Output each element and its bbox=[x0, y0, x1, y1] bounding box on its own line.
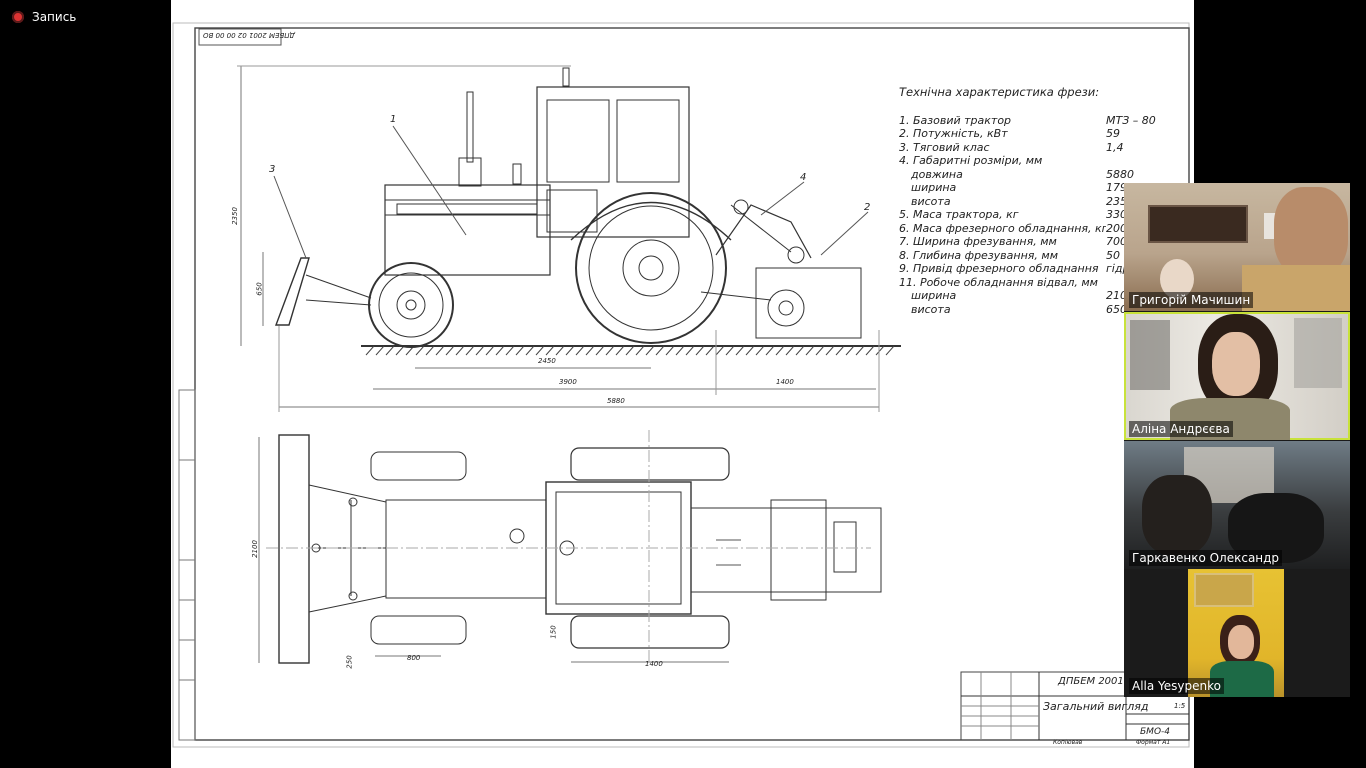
person-shape bbox=[1274, 187, 1348, 277]
spec-table: Технічна характеристика фрези: 1. Базови… bbox=[899, 85, 1199, 317]
spec-value: 1,4 bbox=[1106, 140, 1124, 154]
participant-name: Григорій Мачишин bbox=[1129, 292, 1254, 308]
dim-track: 1400 bbox=[645, 660, 663, 668]
video-feed bbox=[1188, 569, 1284, 697]
title-code: ДПБЕМ 2001 02 bbox=[1058, 676, 1140, 687]
record-icon bbox=[12, 11, 24, 23]
spec-value: МТЗ – 80 bbox=[1106, 113, 1156, 127]
window-shape bbox=[1130, 320, 1170, 390]
spec-label: 3. Тяговий клас bbox=[899, 140, 990, 154]
spec-row: 3. Тяговий клас 1,4 bbox=[899, 141, 1199, 155]
recording-indicator[interactable]: Запись bbox=[12, 10, 76, 24]
callout-3: 3 bbox=[269, 164, 276, 175]
spec-label: 1. Базовий трактор bbox=[899, 113, 1012, 127]
spec-label: 4. Габаритні розміри, мм bbox=[899, 154, 1043, 167]
spec-label: 11. Робоче обладнання відвал, мм bbox=[899, 275, 1098, 289]
technical-drawing bbox=[172, 22, 1190, 748]
spec-title: Технічна характеристика фрези: bbox=[899, 85, 1100, 99]
spec-label: 8. Глибина фрезування, мм bbox=[899, 248, 1058, 262]
dim-1400: 1400 bbox=[776, 378, 794, 386]
spec-value: 650 bbox=[1106, 302, 1127, 316]
person-shirt bbox=[1242, 265, 1350, 311]
callout-1: 1 bbox=[390, 114, 397, 125]
drawing-stamp: ДПБЕМ 2001 02 00 00 ВО bbox=[203, 31, 295, 39]
callout-4: 4 bbox=[800, 172, 807, 183]
spec-row: 2. Потужність, кВт 59 bbox=[899, 127, 1199, 141]
participant-tile[interactable]: Григорій Мачишин bbox=[1124, 183, 1350, 311]
face-shape bbox=[1212, 332, 1260, 396]
spec-row: висота 650 bbox=[899, 303, 1199, 317]
spec-row: 7. Ширина фрезування, мм 700 bbox=[899, 235, 1199, 249]
spec-label: 6. Маса фрезерного обладнання, кг bbox=[899, 221, 1106, 235]
participant-tile[interactable]: Гаркавенко Олександр bbox=[1124, 441, 1350, 569]
dim-150: 150 bbox=[549, 625, 558, 639]
dim-250: 250 bbox=[345, 655, 354, 669]
participants-panel: Григорій Мачишин Аліна Андрєєва Гаркавен… bbox=[1124, 183, 1350, 697]
participant-name: Alla Yesypenko bbox=[1129, 678, 1224, 694]
spec-row: 8. Глибина фрезування, мм 50 bbox=[899, 249, 1199, 263]
wall-board bbox=[1148, 205, 1248, 243]
spec-row: довжина 5880 bbox=[899, 168, 1199, 182]
participant-tile[interactable]: Alla Yesypenko bbox=[1124, 569, 1350, 697]
participant-name: Аліна Андрєєва bbox=[1129, 421, 1233, 437]
picture-frame bbox=[1194, 573, 1254, 607]
spec-value: 700 bbox=[1106, 235, 1127, 248]
window-shape bbox=[1294, 318, 1342, 388]
spec-label: 9. Привід фрезерного обладнання bbox=[899, 262, 1099, 275]
face-shape bbox=[1228, 625, 1254, 659]
spec-label: висота bbox=[911, 302, 951, 316]
spec-label: ширина bbox=[911, 181, 957, 194]
spec-row: 4. Габаритні розміри, мм bbox=[899, 154, 1199, 168]
title-copied: Копіював bbox=[1053, 739, 1083, 746]
spec-label: висота bbox=[911, 194, 951, 208]
participant-tile-active[interactable]: Аліна Андрєєва bbox=[1124, 312, 1350, 440]
dim-800: 800 bbox=[407, 654, 421, 662]
spec-label: 5. Маса трактора, кг bbox=[899, 208, 1019, 221]
dim-blade-width: 2100 bbox=[250, 540, 259, 558]
shared-drawing: ДПБЕМ 2001 02 00 00 ВО 1 2 3 4 2350 650 … bbox=[171, 0, 1194, 768]
person-shape bbox=[1142, 475, 1212, 555]
dim-3900: 3900 bbox=[559, 378, 577, 386]
spec-label: 2. Потужність, кВт bbox=[899, 127, 1008, 140]
spec-row: 1. Базовий трактор МТЗ – 80 bbox=[899, 114, 1199, 128]
spec-value: 50 bbox=[1106, 248, 1120, 262]
dim-wheelbase: 2450 bbox=[538, 357, 556, 365]
participant-name: Гаркавенко Олександр bbox=[1129, 550, 1283, 566]
title-scale: 1:5 bbox=[1174, 702, 1186, 710]
dim-blade-height: 650 bbox=[255, 282, 264, 296]
spec-value: 59 bbox=[1106, 127, 1120, 140]
title-name: Загальний вигляд bbox=[1043, 700, 1149, 713]
recording-label: Запись bbox=[32, 10, 77, 24]
spec-label: довжина bbox=[911, 167, 963, 181]
callout-2: 2 bbox=[864, 202, 871, 213]
spec-label: 7. Ширина фрезування, мм bbox=[899, 235, 1057, 248]
dim-length: 5880 bbox=[607, 397, 625, 405]
title-format: Формат А1 bbox=[1136, 739, 1171, 746]
spec-value: 5880 bbox=[1106, 167, 1134, 181]
spec-label: ширина bbox=[911, 289, 957, 302]
dim-height: 2350 bbox=[230, 207, 239, 225]
spec-row: 11. Робоче обладнання відвал, мм bbox=[899, 276, 1199, 290]
title-variant: БМО-4 bbox=[1140, 727, 1170, 737]
